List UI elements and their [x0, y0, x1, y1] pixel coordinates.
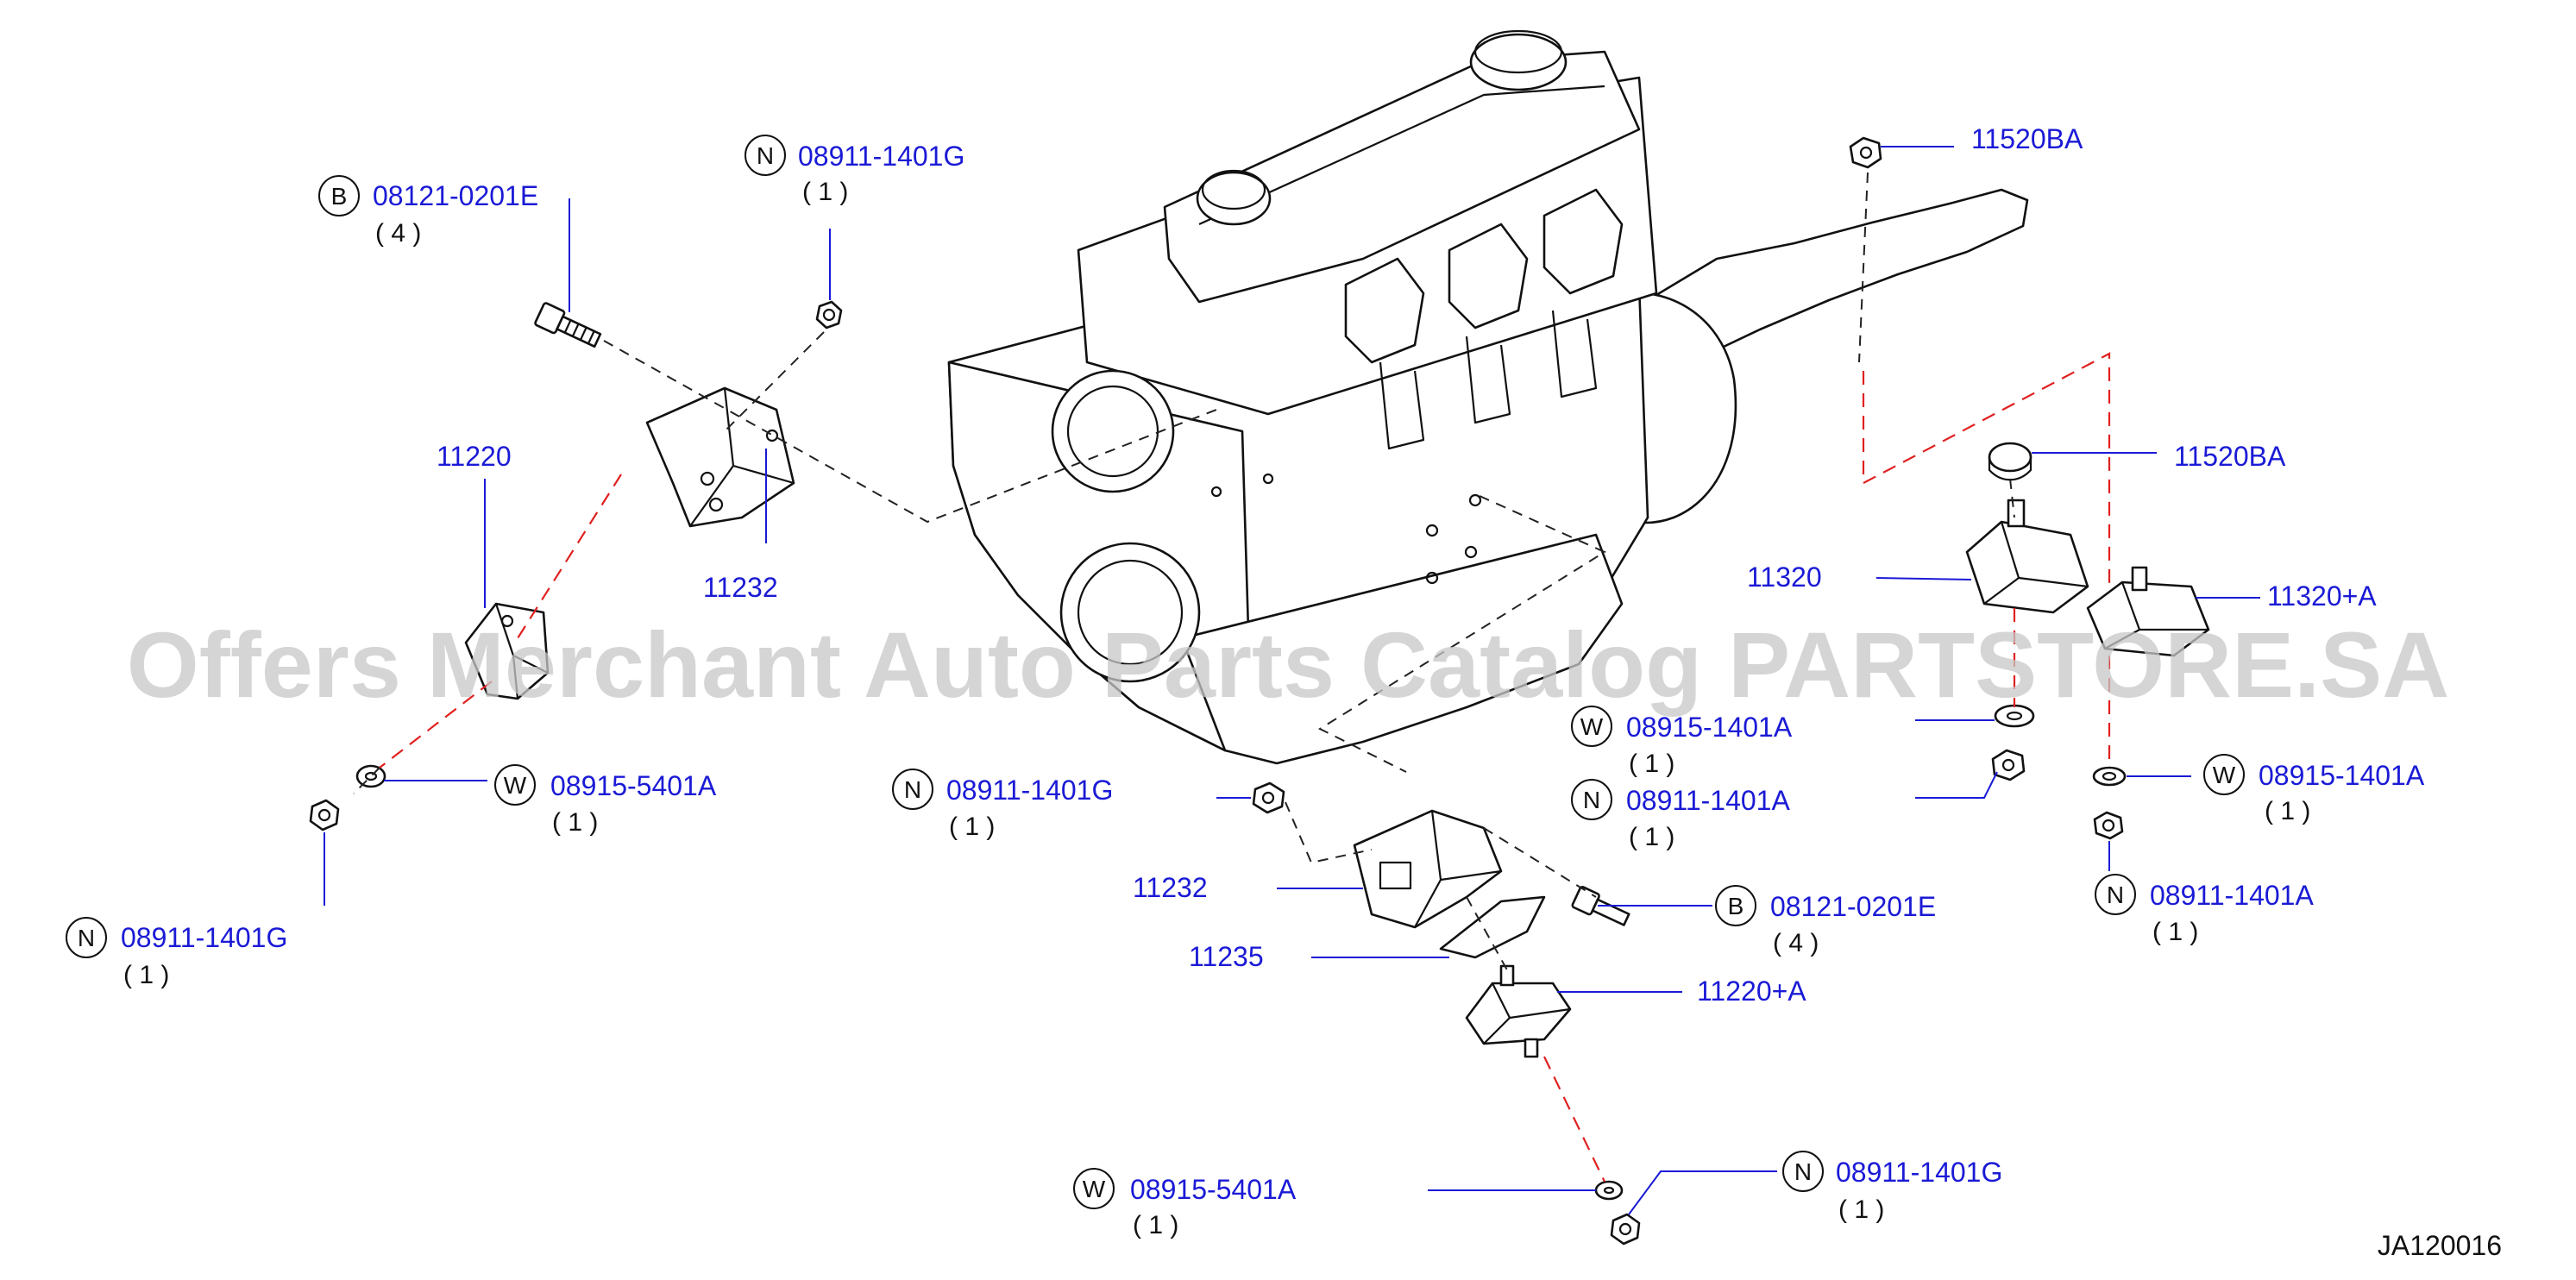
callout-marker: B	[331, 183, 348, 210]
callout-marker: N	[1583, 787, 1600, 813]
bracket-11232-upper	[645, 386, 795, 528]
part-number: 11520BA	[1971, 123, 2083, 154]
callout-washer-08915-1401a-right[interactable]: W 08915-1401A ( 1 )	[2203, 754, 2425, 825]
callout-marker: N	[2107, 882, 2124, 908]
part-number: 08911-1401G	[798, 141, 964, 172]
callout-nut-11520ba-upper[interactable]: 11520BA	[1971, 123, 2083, 154]
callout-marker: N	[757, 142, 774, 169]
callout-marker: W	[504, 772, 527, 799]
engine-assembly	[947, 29, 2029, 765]
callout-bolt-08121-0201e-left[interactable]: B 08121-0201E ( 4 )	[318, 175, 538, 248]
callout-insulator-11320a[interactable]: 11320+A	[2267, 580, 2377, 612]
callout-insulator-11220[interactable]: 11220	[437, 441, 512, 472]
callout-nut-08911-1401g-bottom[interactable]: N 08911-1401G ( 1 )	[1782, 1151, 2002, 1224]
part-quantity: ( 1 )	[1629, 823, 1674, 851]
callout-marker: N	[904, 776, 921, 803]
part-quantity: ( 1 )	[1629, 750, 1674, 778]
callout-nut-08911-1401g-center[interactable]: N 08911-1401G ( 1 )	[892, 769, 1113, 841]
callout-washer-08915-5401a-left[interactable]: W 08915-5401A ( 1 )	[494, 764, 717, 837]
callout-marker: W	[2213, 762, 2236, 788]
callout-nut-08911-1401a-right[interactable]: N 08911-1401A ( 1 )	[2095, 874, 2314, 946]
part-quantity: ( 4 )	[375, 219, 421, 248]
part-number: 08121-0201E	[373, 180, 538, 211]
part-number: 11220+A	[1697, 976, 1806, 1007]
callout-marker: W	[1580, 713, 1604, 740]
part-quantity: ( 1 )	[552, 808, 598, 837]
part-number: 08911-1401G	[1836, 1157, 2002, 1188]
part-number: 08915-5401A	[1130, 1174, 1297, 1205]
part-number: 08915-1401A	[1626, 712, 1793, 743]
callout-nut-08911-1401g-lower-left[interactable]: N 08911-1401G ( 1 )	[66, 917, 287, 989]
part-quantity: ( 1 )	[123, 961, 169, 989]
assembly-lines	[353, 172, 2111, 1183]
bracket-11232-lower	[1353, 809, 1503, 929]
callout-nut-11520ba-lower[interactable]: 11520BA	[2174, 441, 2286, 472]
part-quantity: ( 1 )	[949, 813, 995, 841]
part-number: 11220	[437, 441, 512, 472]
callout-bolt-08121-0201e-right[interactable]: B 08121-0201E ( 4 )	[1715, 885, 1936, 957]
callout-marker: N	[78, 925, 95, 951]
nut-upper-left	[815, 300, 843, 329]
part-number: 11232	[703, 572, 778, 603]
callout-nut-08911-1401g-upper[interactable]: N 08911-1401G ( 1 )	[745, 135, 964, 206]
insulator-11220a	[1465, 982, 1572, 1045]
callout-insulator-11320[interactable]: 11320	[1747, 562, 1822, 593]
callout-marker: B	[1728, 893, 1744, 919]
part-quantity: ( 1 )	[2152, 918, 2198, 946]
part-number: 08911-1401G	[946, 775, 1113, 806]
bolt-left	[534, 302, 602, 348]
callout-insulator-11220a[interactable]: 11220+A	[1697, 976, 1806, 1007]
callout-bracket-11232-upper[interactable]: 11232	[703, 572, 778, 603]
callout-marker: N	[1794, 1158, 1812, 1185]
callout-washer-08915-1401a-center[interactable]: W 08915-1401A ( 1 )	[1571, 706, 1793, 778]
insulator-11320	[1965, 520, 2089, 614]
callout-washer-08915-5401a-bottom[interactable]: W 08915-5401A ( 1 )	[1073, 1168, 1297, 1239]
part-quantity: ( 1 )	[2265, 797, 2310, 825]
part-number: 08911-1401G	[121, 922, 287, 953]
part-number: 11520BA	[2174, 441, 2286, 472]
part-number: 08911-1401A	[1626, 785, 1790, 816]
callout-nut-08911-1401a-center[interactable]: N 08911-1401A ( 1 )	[1571, 779, 1790, 851]
bolt-right	[1571, 885, 1630, 926]
part-number: 08911-1401A	[2150, 880, 2314, 911]
part-number: 08121-0201E	[1770, 891, 1936, 922]
part-quantity: ( 1 )	[1838, 1195, 1884, 1224]
diagram-reference-code: JA120016	[2378, 1230, 2502, 1261]
part-quantity: ( 1 )	[1133, 1211, 1178, 1239]
callout-bracket-11232-lower[interactable]: 11232	[1133, 872, 1208, 903]
part-number: 11320	[1747, 562, 1822, 593]
part-number: 11320+A	[2267, 580, 2377, 612]
part-number: 11232	[1133, 872, 1208, 903]
part-number: 11235	[1189, 941, 1264, 972]
part-number: 08915-1401A	[2259, 760, 2425, 791]
part-number: 08915-5401A	[550, 770, 717, 801]
callout-heat-shield-11235[interactable]: 11235	[1189, 941, 1264, 972]
part-quantity: ( 1 )	[802, 178, 848, 206]
watermark: Offers Merchant Auto Parts Catalog PARTS…	[127, 612, 2449, 717]
leader-lines	[324, 146, 2260, 1215]
left-mount-parts	[309, 300, 843, 831]
heat-shield-11235	[1439, 895, 1546, 959]
center-mount-parts	[1252, 781, 1641, 1245]
right-mount-parts	[1849, 136, 2210, 840]
part-quantity: ( 4 )	[1773, 929, 1819, 957]
callout-marker: W	[1083, 1176, 1106, 1202]
